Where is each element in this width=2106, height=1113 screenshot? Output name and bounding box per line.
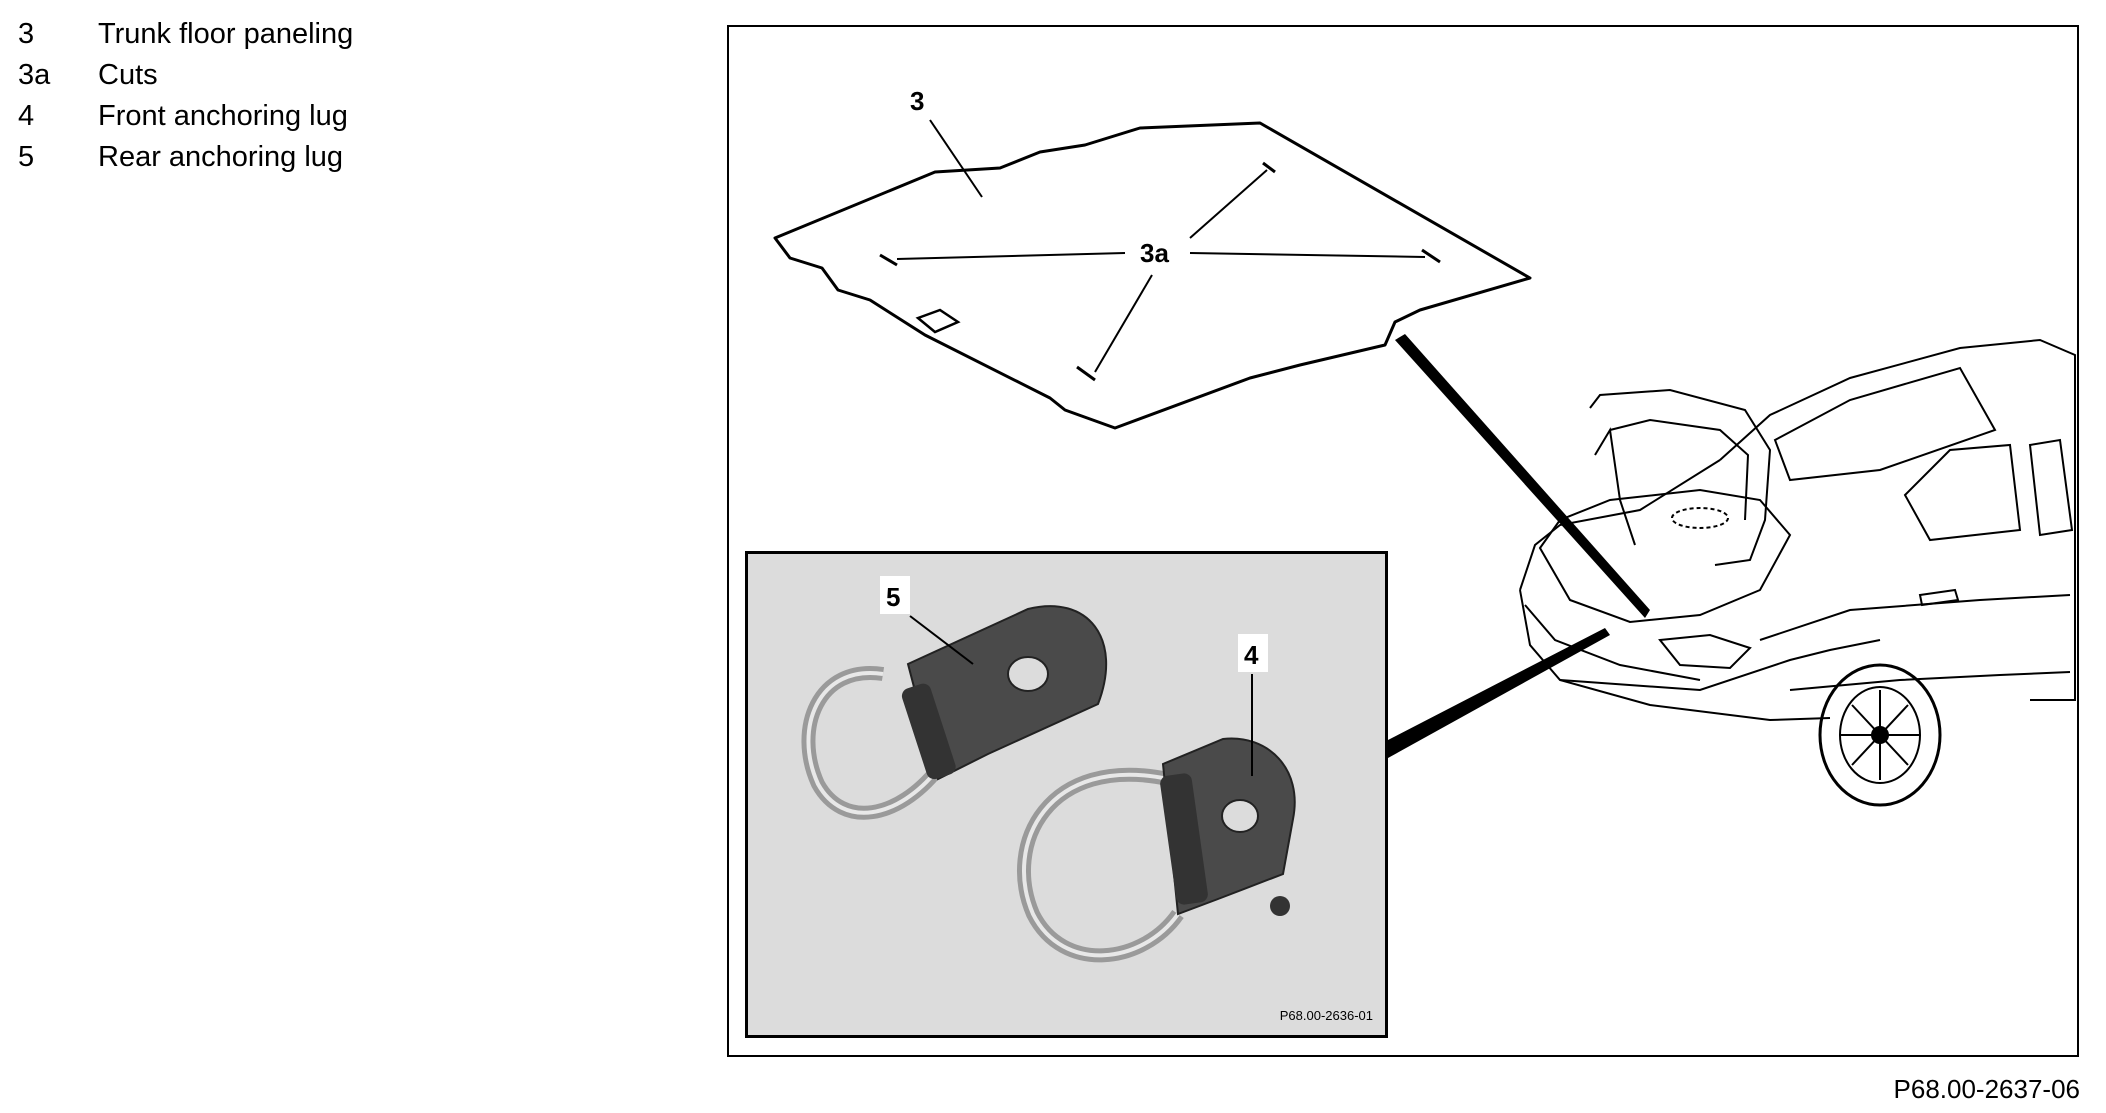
cut-right [1421, 248, 1441, 264]
legend-key: 3 [18, 18, 35, 50]
panel-cutout [915, 308, 961, 334]
callout-3: 3 [910, 86, 924, 116]
cut-top [1262, 161, 1276, 174]
leader-5 [909, 615, 974, 665]
inset-reference-code: P68.00-2636-01 [1279, 1008, 1373, 1023]
legend-key: 5 [18, 141, 35, 173]
lug-illustration: 5 4 [801, 576, 1296, 963]
anchoring-lug-inset: 5 4 P68.00-2636-01 [745, 551, 1388, 1038]
rear-lug [801, 605, 1108, 820]
legend-key: 3a [18, 59, 51, 91]
callout-5: 5 [886, 582, 900, 612]
zoom-wedge-bottom [1388, 628, 1610, 758]
figure-frame [727, 25, 2079, 1057]
legend-item: 4 Front anchoring lug [18, 96, 353, 137]
leader-3a-right [1189, 252, 1426, 258]
zoom-wedge-top [1395, 334, 1650, 618]
legend-label: Cuts [98, 59, 158, 91]
leader-3a-top [1189, 169, 1268, 239]
car-illustration [1519, 338, 2076, 807]
legend: 3 Trunk floor paneling 3a Cuts 4 Front a… [18, 14, 353, 178]
cut-left [879, 253, 898, 267]
legend-key: 4 [18, 100, 35, 132]
legend-label: Rear anchoring lug [98, 141, 344, 173]
leader-3a-bottom [1094, 274, 1153, 373]
legend-item: 3 Trunk floor paneling [18, 14, 353, 55]
legend-item: 5 Rear anchoring lug [18, 137, 353, 178]
callout-4: 4 [1244, 640, 1259, 670]
front-lug [1017, 737, 1296, 963]
legend-item: 3a Cuts [18, 55, 353, 96]
legend-label: Trunk floor paneling [98, 18, 354, 50]
callout-3a: 3a [1140, 238, 1169, 268]
leader-3a-left [896, 252, 1126, 260]
legend-label: Front anchoring lug [98, 100, 348, 132]
leader-3 [929, 119, 983, 198]
figure-reference-code: P68.00-2637-06 [1893, 1074, 2080, 1104]
cut-bottom [1076, 365, 1096, 382]
